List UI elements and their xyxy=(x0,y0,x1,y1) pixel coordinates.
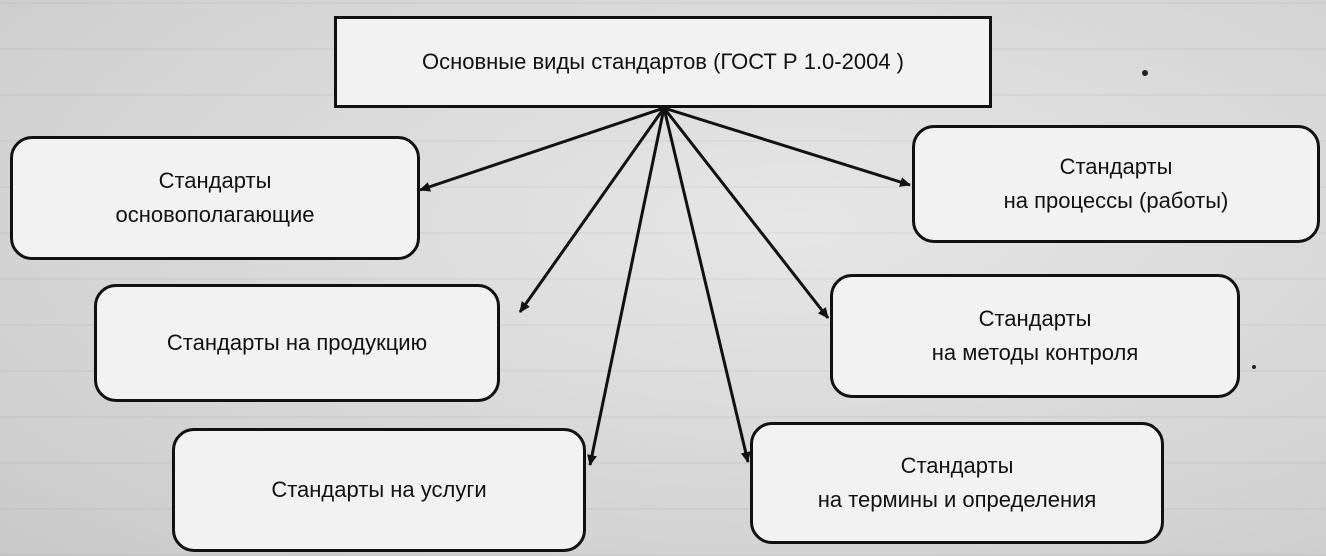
scan-speck xyxy=(1252,365,1256,369)
arrow-to-fundamental xyxy=(419,106,665,192)
node-methods-line-1: Стандарты xyxy=(978,305,1092,331)
root-node: Основные виды стандартов (ГОСТ Р 1.0-200… xyxy=(334,16,992,108)
node-services: Стандарты на услуги xyxy=(172,428,586,552)
node-products: Стандарты на продукцию xyxy=(94,284,500,402)
node-methods-line-2: на методы контроля xyxy=(931,340,1139,365)
arrow-to-methods xyxy=(662,107,830,319)
root-label: Основные виды стандартов (ГОСТ Р 1.0-200… xyxy=(421,48,905,74)
node-terms-line-2: на термины и определения xyxy=(817,487,1097,512)
arrow-to-services xyxy=(587,107,666,466)
arrow-to-terms xyxy=(662,107,751,463)
node-terms-line-1: Стандарты xyxy=(900,452,1014,478)
arrow-to-processes xyxy=(663,106,911,187)
node-fundamental-line-2: основополагающие xyxy=(115,202,315,227)
node-products-line-1: Стандарты на продукцию xyxy=(166,329,428,355)
scan-speck xyxy=(1142,70,1148,76)
node-terms: Стандарты на термины и определения xyxy=(750,422,1164,544)
node-processes-line-2: на процессы (работы) xyxy=(1003,188,1229,213)
node-fundamental: Стандарты основополагающие xyxy=(10,136,420,260)
node-processes-line-1: Стандарты xyxy=(1059,153,1173,179)
node-methods: Стандарты на методы контроля xyxy=(830,274,1240,398)
node-services-line-1: Стандарты на услуги xyxy=(271,476,487,502)
node-processes: Стандарты на процессы (работы) xyxy=(912,125,1320,243)
arrow-to-products xyxy=(518,107,666,313)
node-fundamental-line-1: Стандарты xyxy=(158,167,272,193)
